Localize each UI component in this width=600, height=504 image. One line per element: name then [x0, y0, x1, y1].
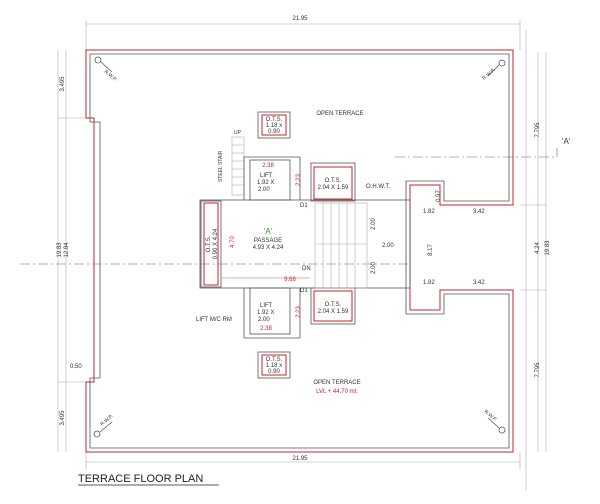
dim-right-4: 3.42	[473, 280, 485, 286]
passage-size: 4.93 X 4.24	[253, 245, 284, 251]
ots-top: O.T.S. 1.18 x 0.90	[257, 111, 291, 139]
svg-text:2.23: 2.23	[296, 306, 302, 318]
dim-left-top: 3.495	[60, 76, 66, 92]
svg-text:2.00: 2.00	[258, 187, 270, 193]
lift-top-shaft	[243, 156, 301, 200]
rwp-bottom-right: R.W.P.	[483, 409, 506, 434]
dim-left-total-b: 12.84	[64, 242, 70, 258]
ohwt-height-dim: 0.97	[436, 190, 442, 202]
lift-top: 2.38 LIFT 1.92 X 2.00 2.23	[249, 159, 302, 201]
stair-bottom-dim: 2.00	[371, 262, 377, 274]
dim-top-width: 21.95	[292, 16, 308, 22]
svg-text:O.T.S.: O.T.S.	[325, 302, 342, 308]
svg-text:0.90: 0.90	[268, 369, 280, 375]
passage-mark-a: 'A'	[264, 227, 273, 236]
lift-bottom: LIFT 1.92 X 2.00 2.38 2.23	[249, 287, 302, 335]
lift-mc-room-label: LIFT M/C RM	[196, 317, 232, 323]
staircase	[314, 202, 368, 289]
svg-text:R.W.P.: R.W.P.	[481, 67, 496, 81]
passage-height-dim: 4.70	[230, 236, 236, 248]
svg-text:2.38: 2.38	[262, 163, 274, 169]
rwp-top-right: R.W.P.	[481, 59, 506, 82]
stair-top-dim: 2.00	[371, 218, 377, 230]
svg-text:1.92 X: 1.92 X	[257, 310, 274, 316]
svg-text:2.00: 2.00	[258, 317, 270, 323]
dim-right-1: 1.82	[423, 209, 435, 215]
open-terrace-bottom-label: OPEN TERRACE	[313, 380, 360, 386]
svg-text:1.18 x: 1.18 x	[266, 123, 282, 129]
dimension-lines	[57, 20, 547, 490]
rwp-top-left: R.W.P.	[94, 56, 118, 83]
ots-lower-mid: O.T.S. 2.04 X 1.59	[310, 287, 356, 325]
up-label: UP	[234, 130, 242, 136]
dn-label: DN	[302, 266, 311, 272]
parapet-wall	[89, 53, 510, 449]
stair-mid-dim: 2.00	[382, 243, 394, 249]
steel-stair	[231, 136, 245, 196]
dim-right-2: 3.42	[473, 209, 485, 215]
section-mark-a: 'A'	[562, 137, 571, 146]
dim-right-bottom: 7.795	[535, 362, 541, 378]
svg-text:0.90 X 4.24: 0.90 X 4.24	[213, 228, 219, 259]
dim-bottom-width: 21.95	[292, 456, 308, 462]
svg-text:2.04 X 1.59: 2.04 X 1.59	[318, 185, 349, 191]
level-label: LVL + 44.70 mt.	[316, 389, 358, 395]
svg-text:R.W.P.: R.W.P.	[483, 409, 498, 423]
dim-left-total-a: 19.83	[57, 242, 63, 258]
svg-text:O.T.S.: O.T.S.	[206, 235, 212, 252]
lift-bottom-shaft	[243, 288, 301, 339]
dim-left-bottom: 3.495	[60, 410, 66, 426]
svg-text:2.04 X 1.59: 2.04 X 1.59	[318, 309, 349, 315]
ots-bottom: O.T.S. 1.18 x 0.90	[257, 351, 291, 379]
door-d1-bottom: D1	[300, 288, 308, 294]
door-d1-top: D1	[300, 203, 308, 209]
ohwt-total-dim: 8.17	[428, 244, 434, 256]
svg-text:1.92 X: 1.92 X	[257, 180, 274, 186]
core-outline	[199, 199, 411, 289]
section-line	[395, 148, 558, 158]
terrace-boundary	[85, 49, 514, 453]
svg-text:2.23: 2.23	[296, 174, 302, 186]
ots-left: O.T.S. 0.90 X 4.24	[200, 200, 222, 288]
dim-right-total: 19.83	[545, 240, 551, 256]
svg-text:0.90: 0.90	[268, 129, 280, 135]
drawing-title: TERRACE FLOOR PLAN	[78, 473, 203, 485]
open-terrace-top-label: OPEN TERRACE	[316, 111, 363, 117]
dim-right-3: 1.82	[423, 280, 435, 286]
svg-text:1.18 x: 1.18 x	[266, 363, 282, 369]
rwp-bottom-left: R.W.P.	[93, 413, 115, 438]
svg-text:LIFT: LIFT	[260, 303, 273, 309]
ots-upper-mid: O.T.S. 2.04 X 1.59	[310, 162, 356, 202]
svg-text:R.W.P.: R.W.P.	[99, 413, 114, 427]
svg-text:2.38: 2.38	[260, 326, 272, 332]
steel-stair-label: STEEL STAIR	[218, 150, 224, 182]
dim-right-middle: 4.24	[535, 242, 541, 254]
svg-text:LIFT: LIFT	[260, 173, 273, 179]
dim-right-top: 7.795	[535, 122, 541, 138]
svg-text:R.W.P.: R.W.P.	[103, 69, 118, 83]
svg-text:O.T.S.: O.T.S.	[266, 357, 283, 363]
dim-left-offset: 0.50	[70, 364, 82, 370]
ohwt-label: O.H.W.T.	[366, 184, 390, 190]
svg-text:O.T.S.: O.T.S.	[266, 117, 283, 123]
svg-text:O.T.S.: O.T.S.	[325, 178, 342, 184]
passage-label: PASSAGE	[254, 238, 282, 244]
passage-width-dim: 9.68	[284, 277, 296, 283]
